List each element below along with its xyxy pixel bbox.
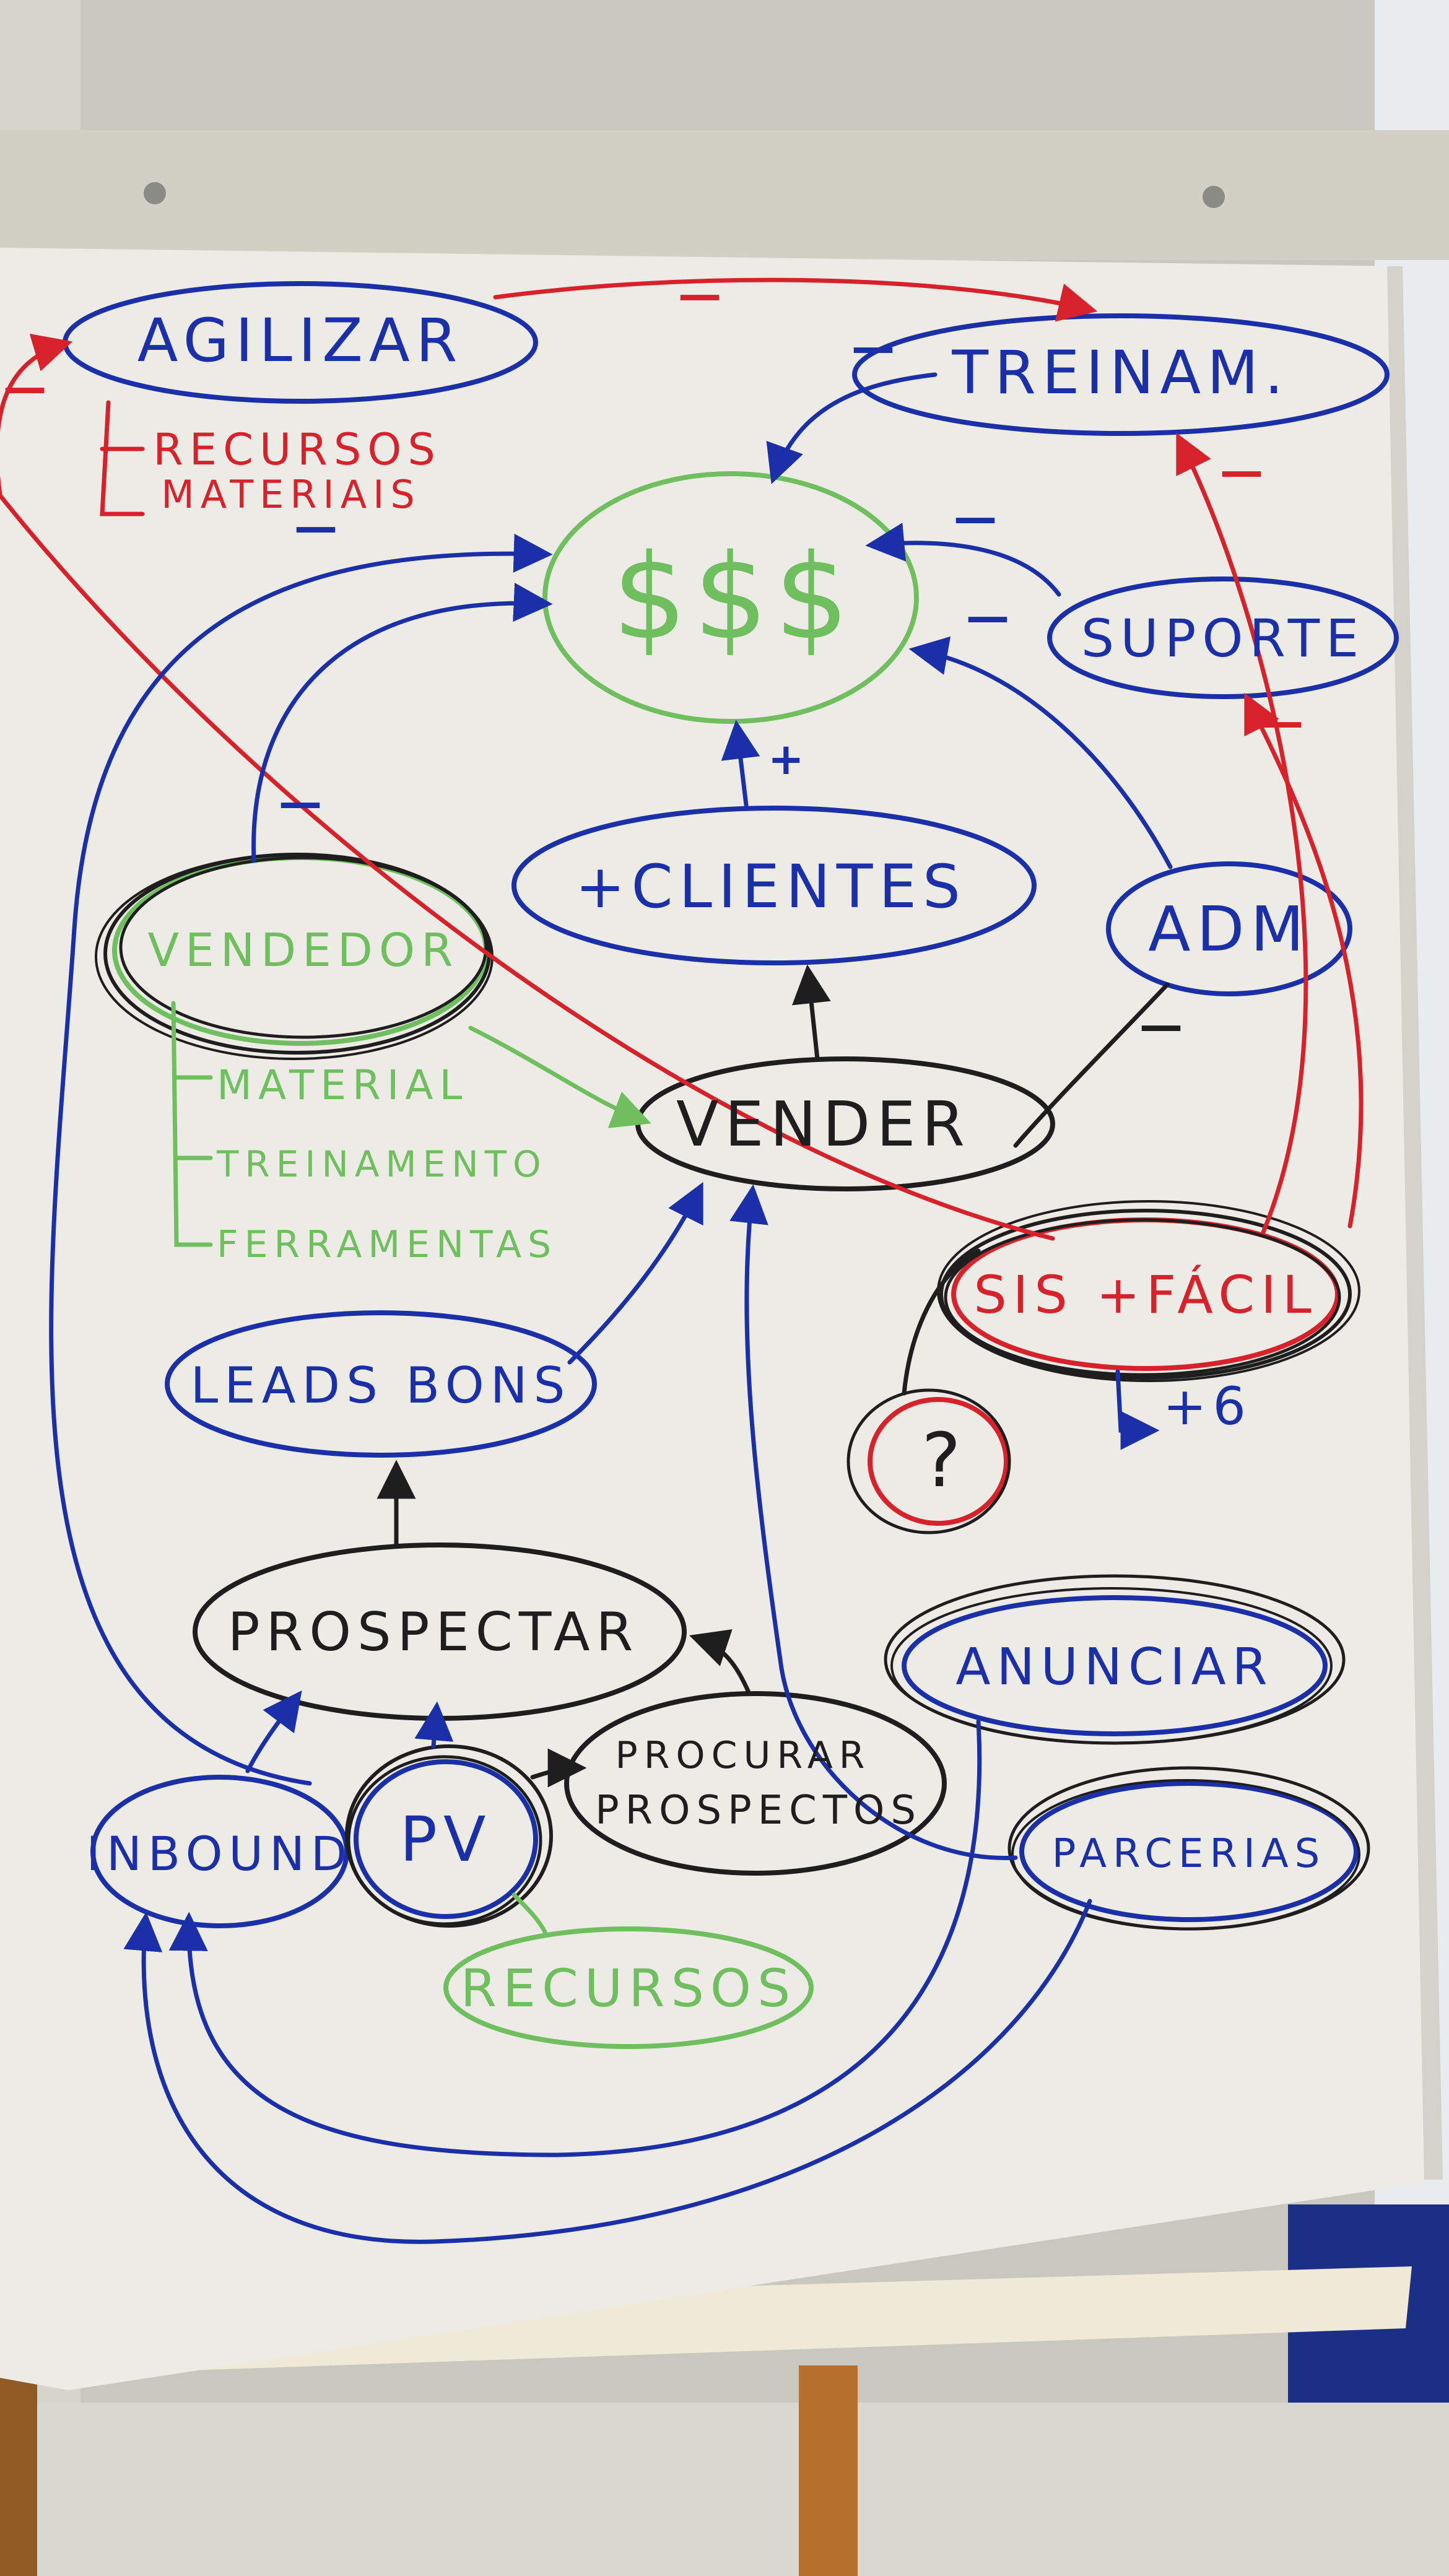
node-suporte: SUPORTE: [1081, 608, 1365, 669]
interrogacao-outline: [868, 1397, 1009, 1526]
anunciar-outline: [902, 1595, 1328, 1736]
node-material: MATERIAL: [217, 1061, 468, 1109]
arrow-agilizar-treinam: [493, 277, 1098, 322]
arrow-treinam-dinheiro: [766, 372, 938, 484]
arrow-parcerias-inbound: [123, 1899, 1092, 2244]
sign-minus-adm: —: [1139, 1000, 1183, 1051]
node-ferramentas: FERRAMENTAS: [217, 1223, 557, 1266]
sign-minus-agilizar-left: —: [3, 362, 46, 413]
arrow-vendedor-vender: [468, 1025, 651, 1128]
node-treinamento: TREINAMENTO: [216, 1143, 547, 1185]
bolt-right: [1203, 186, 1225, 208]
node-agilizar: AGILIZAR: [137, 306, 464, 375]
vendedor-scribble-2: [119, 856, 488, 1039]
floor: [0, 2403, 1449, 2576]
anunciar-scribble-2: [890, 1587, 1333, 1744]
sign-minus-suporte-1: —: [954, 492, 997, 543]
node-vender: VENDER: [676, 1088, 971, 1160]
node-parcerias: PARCERIAS: [1052, 1831, 1326, 1877]
arrow-vender-agilizar: [0, 334, 1055, 1241]
sis-facil-scribble-1: [939, 1209, 1352, 1380]
bracket-recursos-materiais: [100, 400, 145, 516]
arrow-sisfacil-treinam: [1176, 432, 1308, 1235]
arrow-procurar-prospectar: [689, 1629, 752, 1696]
arrow-suporte-dinheiro: [865, 523, 1061, 597]
node-inbound: INBOUND: [87, 1826, 354, 1881]
node-prospectar: PROSPECTAR: [228, 1601, 640, 1663]
arrow-vendedor-dinheiro: [251, 583, 553, 863]
arrow-vender-clientes: [792, 964, 831, 1061]
node-mais-6: +6: [1163, 1376, 1252, 1437]
bracket-vendedor: [171, 1001, 213, 1247]
sign-minus-suporte-red: —: [1260, 697, 1303, 747]
arrow-parcerias-vender: [729, 1184, 1018, 1860]
arrow-sisfacil-mais6: [1115, 1369, 1160, 1450]
node-recursos-materiais-line2: MATERIAIS: [161, 472, 421, 517]
sign-minus-agilizar-treinam: —: [678, 269, 721, 320]
easel-header-bar: [0, 130, 1449, 260]
node-anunciar: ANUNCIAR: [955, 1638, 1273, 1697]
arrow-anunciar-inbound: [168, 1719, 982, 2157]
arrow-sisfacil-suporte: [1244, 692, 1364, 1229]
sign-minus-treinam: —: [851, 322, 895, 373]
node-interrogacao: ?: [921, 1418, 967, 1504]
node-dinheiro: $$$: [612, 529, 856, 666]
node-procurar-prospectos-line1: PROCURAR: [616, 1734, 871, 1777]
node-adm: ADM: [1148, 893, 1310, 965]
arrow-inbound-dinheiro: [49, 533, 553, 1786]
sign-minus-vendedor: —: [279, 777, 322, 828]
arrow-inbound-prospectar: [245, 1690, 302, 1773]
treinam-outline: [852, 313, 1390, 436]
sign-minus-treinam-red: —: [1220, 446, 1263, 497]
arrow-leads-vender: [567, 1181, 703, 1365]
easel-tray: [149, 2266, 1412, 2372]
parcerias-outline: [1019, 1781, 1359, 1922]
interrogacao-outer: [846, 1388, 1011, 1534]
line-pv-recursos: [511, 1892, 547, 1934]
recursos-outline: [443, 1926, 814, 2049]
sign-minus-recursos-materiais: —: [294, 502, 337, 552]
paper-shadow: [1387, 266, 1443, 2180]
line-interrogacao-sisfacil: [902, 1248, 981, 1396]
easel-leg: [799, 2365, 858, 2576]
sign-minus-suporte-2: —: [966, 591, 1009, 642]
line-adm-vender: [1013, 982, 1170, 1148]
node-recursos-materiais-line1: RECURSOS: [153, 424, 442, 475]
arrow-adm-dinheiro: [908, 636, 1173, 869]
arrow-pv-procurar: [530, 1748, 587, 1788]
node-treinam: TREINAM.: [951, 338, 1289, 407]
parcerias-scribble-2: [1011, 1779, 1360, 1930]
node-vendedor: VENDEDOR: [147, 924, 459, 977]
suporte-outline: [1047, 577, 1399, 699]
node-sis-facil: SIS +FÁCIL: [973, 1264, 1317, 1325]
sis-facil-scribble-2: [944, 1218, 1341, 1377]
bolt-left: [144, 182, 166, 204]
leads-bons-outline: [165, 1310, 597, 1458]
node-mais-clientes: +CLIENTES: [575, 852, 967, 921]
arrow-clientes-dinheiro: [721, 720, 760, 807]
node-recursos: RECURSOS: [461, 1958, 797, 2019]
arrow-pv-prospectar: [414, 1701, 454, 1749]
node-leads-bons: LEADS BONS: [191, 1357, 572, 1414]
paper-sheet: [0, 248, 1443, 2390]
pv-scribble-2: [347, 1755, 542, 1926]
pv-scribble-1: [345, 1744, 553, 1928]
adm-outline: [1106, 861, 1352, 996]
mais-clientes-outline: [511, 806, 1037, 965]
sign-plus-clientes: +: [768, 734, 804, 785]
node-procurar-prospectos-line2: PROSPECTOS: [595, 1788, 922, 1834]
pv-outline: [354, 1759, 538, 1919]
node-pv: PV: [400, 1803, 492, 1876]
